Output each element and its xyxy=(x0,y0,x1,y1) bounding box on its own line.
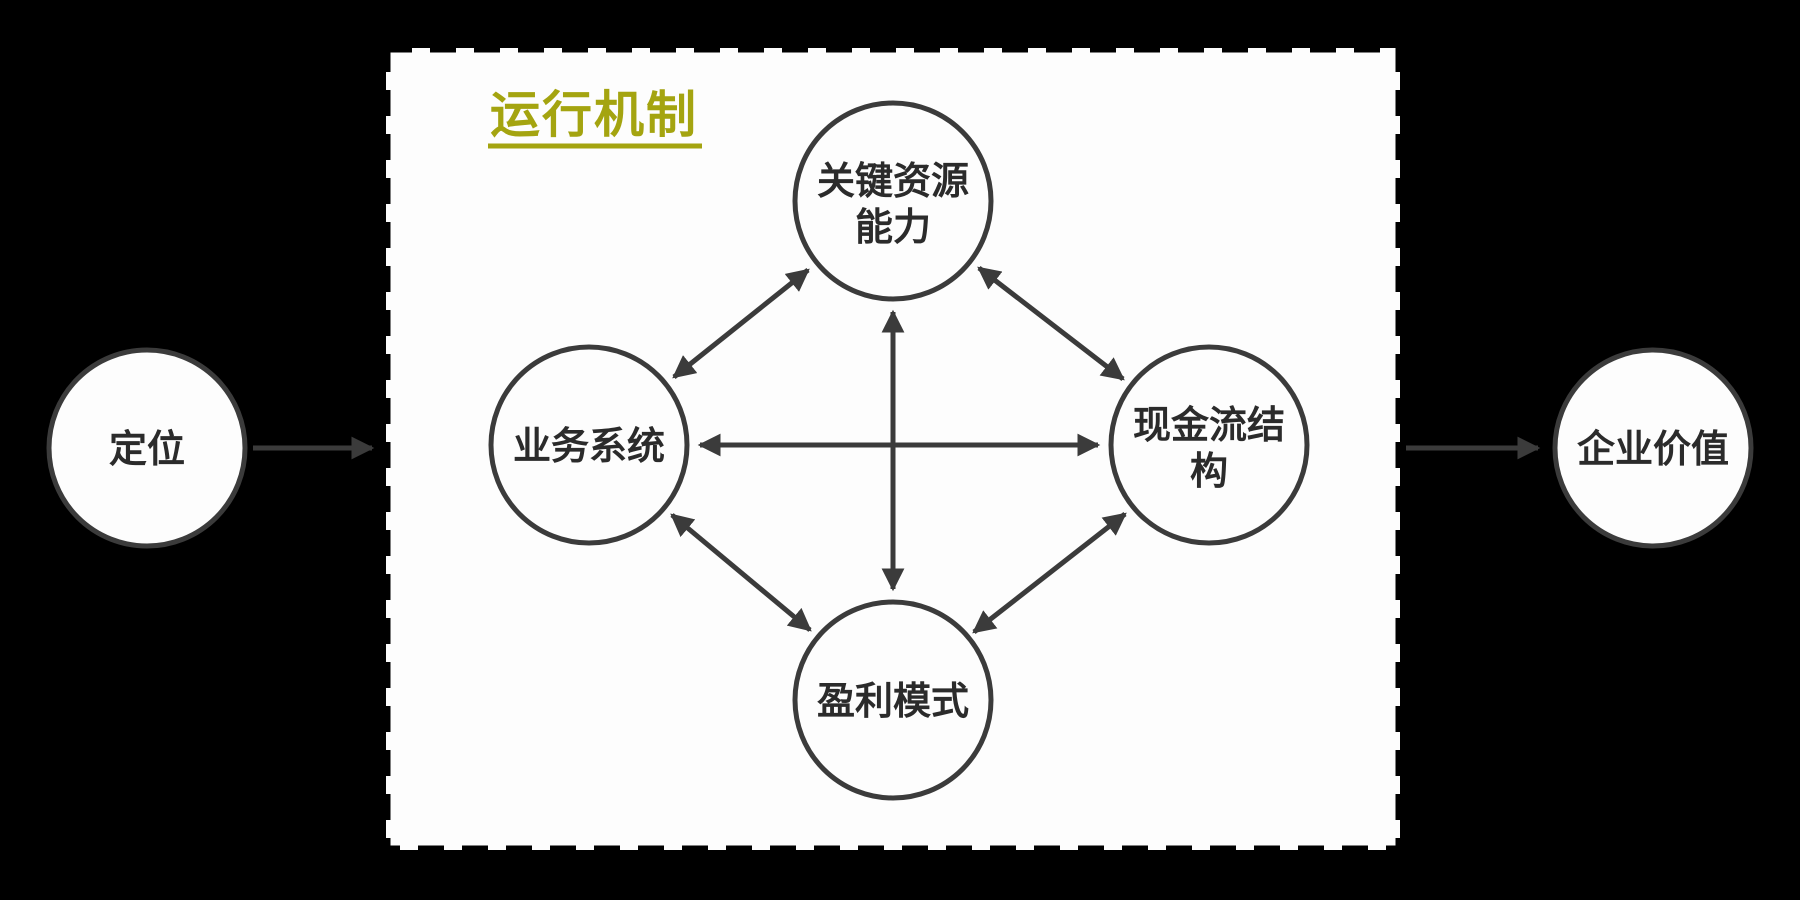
business-system-label: 业务系统 xyxy=(513,426,665,468)
business-system-circle xyxy=(488,344,690,546)
cash-flow-structure-label-line1: 现金流结 xyxy=(1133,404,1285,447)
positioning-label: 定位 xyxy=(109,429,185,471)
arrow-key-resources-cash-flow xyxy=(977,266,1125,381)
cash-flow-structure-label-line2: 构 xyxy=(1190,451,1228,493)
key-resources-circle xyxy=(792,100,994,302)
node-positioning: 定位 xyxy=(46,347,248,549)
cash-flow-structure-circle xyxy=(1108,344,1310,546)
key-resources-label-line2: 能力 xyxy=(855,207,931,249)
profit-model-circle xyxy=(792,599,994,801)
profit-model-label: 盈利模式 xyxy=(817,681,969,723)
positioning-circle xyxy=(46,347,248,549)
node-profit-model: 盈利模式 xyxy=(792,599,994,801)
enterprise-value-circle xyxy=(1552,347,1754,549)
panel-title: 运行机制 xyxy=(490,87,698,143)
node-key-resources: 关键资源 能力 xyxy=(792,100,994,302)
node-enterprise-value: 企业价值 xyxy=(1552,347,1754,549)
enterprise-value-label: 企业价值 xyxy=(1577,428,1729,471)
key-resources-label-line1: 关键资源 xyxy=(817,161,969,203)
node-business-system: 业务系统 xyxy=(488,344,690,546)
arrow-business-system-key-resources xyxy=(672,268,810,379)
node-cash-flow-structure: 现金流结 构 xyxy=(1108,344,1310,546)
arrow-profit-model-business-system xyxy=(670,513,812,632)
arrow-cash-flow-profit-model xyxy=(972,512,1127,634)
